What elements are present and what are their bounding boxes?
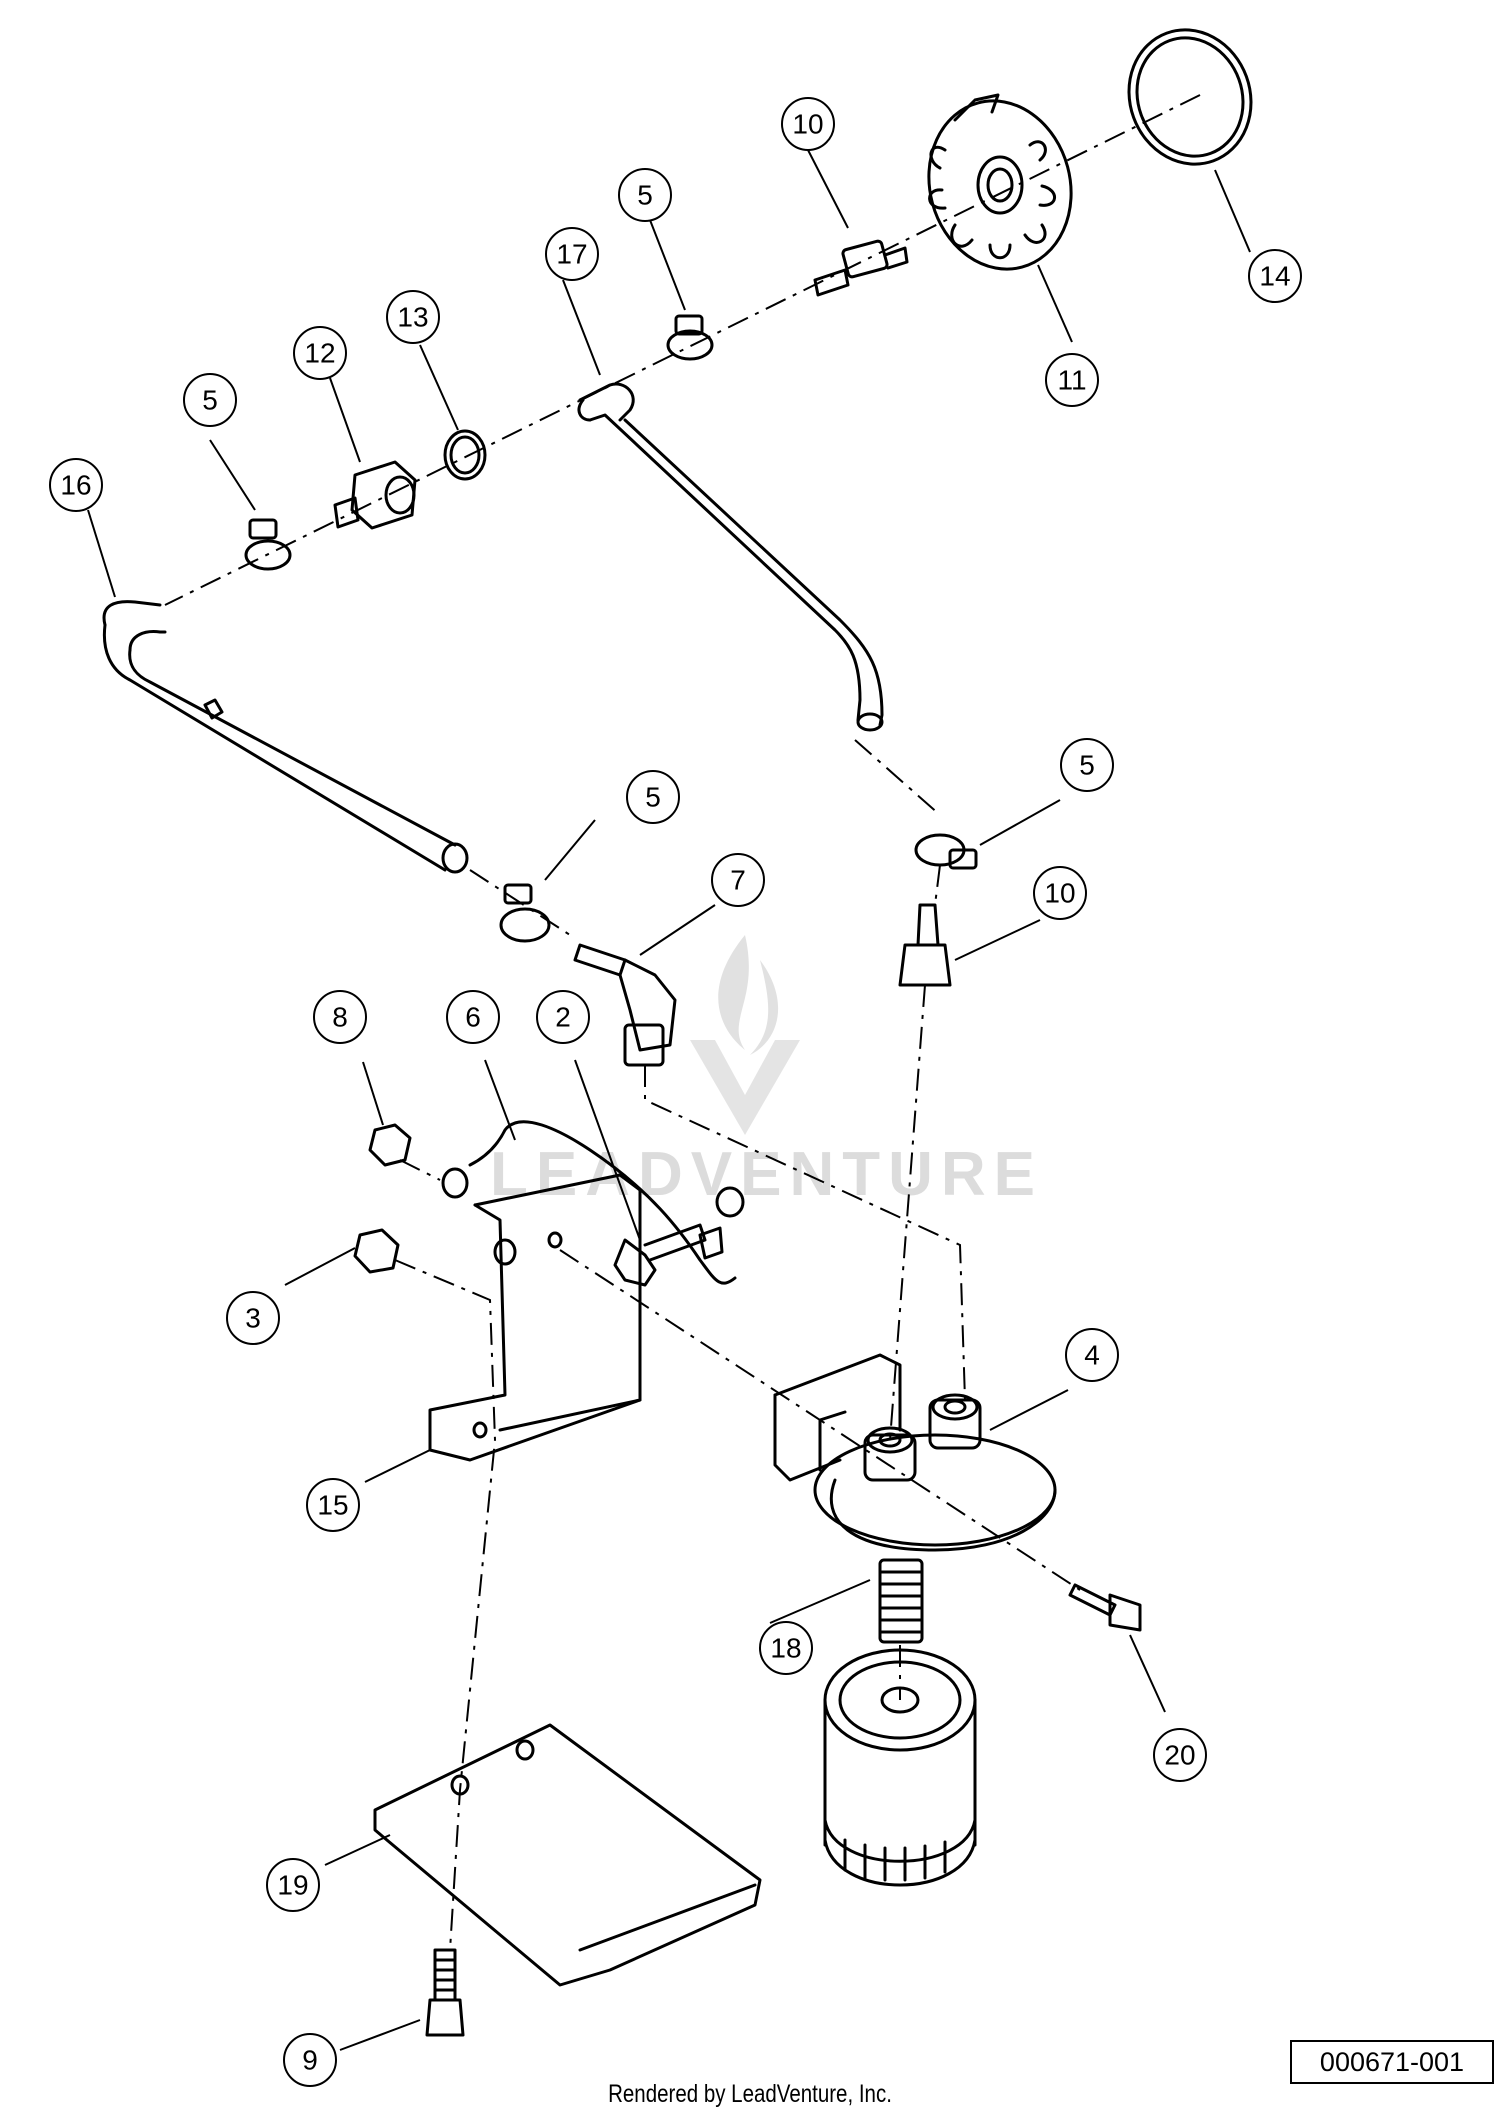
callout-17-label: 17 bbox=[556, 239, 587, 270]
part-10-fitting-lower bbox=[898, 903, 952, 987]
callout-10: 10 bbox=[781, 97, 835, 151]
part-17-hose bbox=[577, 382, 884, 732]
callout-18: 18 bbox=[759, 1621, 813, 1675]
callout-11: 11 bbox=[1045, 353, 1099, 407]
footer-credit: Rendered by LeadVenture, Inc. bbox=[608, 2080, 892, 2108]
part-19-plate bbox=[373, 1723, 762, 1987]
part-5-clamp-mid bbox=[499, 883, 551, 943]
part-9-bolt bbox=[425, 1948, 465, 2037]
part-18-nipple bbox=[878, 1558, 924, 1644]
callout-19-label: 19 bbox=[277, 1870, 308, 1901]
callout-2-label: 2 bbox=[555, 1002, 571, 1033]
callout-11-label: 11 bbox=[1057, 365, 1086, 396]
callout-18-label: 18 bbox=[770, 1633, 801, 1664]
callout-5-label: 5 bbox=[1079, 750, 1095, 781]
callout-17: 17 bbox=[545, 227, 599, 281]
part-5-clamp-right bbox=[914, 833, 978, 870]
callout-16: 16 bbox=[49, 458, 103, 512]
callout-20-label: 20 bbox=[1164, 1740, 1195, 1771]
part-3-nut bbox=[353, 1228, 400, 1274]
callout-3-label: 3 bbox=[245, 1303, 261, 1334]
drawing-number: 000671-001 bbox=[1290, 2040, 1494, 2084]
callout-9: 9 bbox=[283, 2033, 337, 2087]
callout-15-label: 15 bbox=[317, 1490, 348, 1521]
watermark: LEADVENTURE bbox=[490, 935, 1043, 1209]
leader-lines bbox=[87, 149, 1251, 2051]
callout-14: 14 bbox=[1248, 249, 1302, 303]
callout-14-label: 14 bbox=[1259, 261, 1290, 292]
part-11-fan bbox=[927, 93, 1073, 271]
part-4-filter-head bbox=[773, 1353, 1057, 1552]
part-6-wire bbox=[441, 1120, 745, 1285]
callout-13: 13 bbox=[386, 290, 440, 344]
callout-7-label: 7 bbox=[730, 865, 746, 896]
callout-4-label: 4 bbox=[1084, 1340, 1100, 1371]
part-14-o-ring bbox=[1127, 28, 1253, 166]
callout-4: 4 bbox=[1065, 1328, 1119, 1382]
callout-10: 10 bbox=[1033, 866, 1087, 920]
part-12-fitting bbox=[333, 460, 417, 530]
callout-12-label: 12 bbox=[304, 338, 335, 369]
callout-8-label: 8 bbox=[332, 1002, 348, 1033]
callout-15: 15 bbox=[306, 1478, 360, 1532]
callout-20: 20 bbox=[1153, 1728, 1207, 1782]
callout-8: 8 bbox=[313, 990, 367, 1044]
callout-5-label: 5 bbox=[637, 180, 653, 211]
callout-5-label: 5 bbox=[202, 385, 218, 416]
callout-2: 2 bbox=[536, 990, 590, 1044]
callout-19: 19 bbox=[266, 1858, 320, 1912]
callout-6: 6 bbox=[446, 990, 500, 1044]
part-10-fitting-upper bbox=[813, 239, 909, 297]
callout-16-label: 16 bbox=[60, 470, 91, 501]
part-5-clamp-left bbox=[244, 518, 292, 571]
part-2-sensor bbox=[613, 1223, 707, 1287]
part-8-nut bbox=[368, 1123, 412, 1167]
callouts: 10 5 17 13 12 5 16 14 11 5 5 7 10 8 6 2 … bbox=[49, 97, 1302, 2087]
callout-10-label: 10 bbox=[1044, 878, 1075, 909]
callout-9-label: 9 bbox=[302, 2045, 318, 2076]
oil-filter bbox=[823, 1648, 977, 1887]
part-7-elbow bbox=[573, 943, 677, 1067]
callout-13-label: 13 bbox=[397, 302, 428, 333]
callout-5: 5 bbox=[1060, 738, 1114, 792]
part-16-hose bbox=[102, 600, 469, 874]
callout-6-label: 6 bbox=[465, 1002, 481, 1033]
callout-5: 5 bbox=[626, 770, 680, 824]
part-5-clamp-upper bbox=[666, 314, 714, 361]
center-lines bbox=[164, 94, 1201, 1951]
callout-5-label: 5 bbox=[645, 782, 661, 813]
callout-10-label: 10 bbox=[792, 109, 823, 140]
part-20-bolt bbox=[1068, 1583, 1142, 1632]
part-13-o-ring bbox=[443, 429, 487, 481]
watermark-text: LEADVENTURE bbox=[490, 1140, 1043, 1209]
callout-5: 5 bbox=[618, 168, 672, 222]
callout-12: 12 bbox=[293, 326, 347, 380]
callout-7: 7 bbox=[711, 853, 765, 907]
callout-3: 3 bbox=[226, 1291, 280, 1345]
callout-5: 5 bbox=[183, 373, 237, 427]
part-15-bracket bbox=[428, 1173, 642, 1462]
